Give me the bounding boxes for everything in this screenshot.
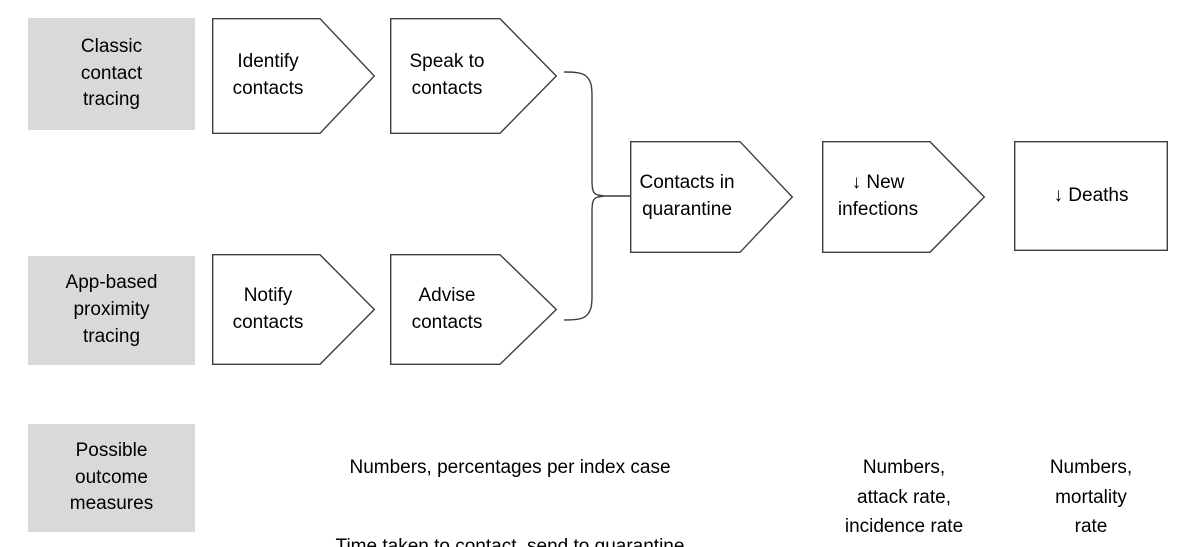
outcome-measures-mortality: Numbers, mortality rate [1012,424,1170,547]
process-step-speak-to-contacts[interactable]: Speak to contacts [389,17,558,135]
outcome-line: Numbers, attack rate, incidence rate [844,457,964,538]
outcome-line: Time taken to contact, send to quarantin… [335,536,685,547]
process-step-identify-contacts[interactable]: Identify contacts [211,17,376,135]
chevron-shape [821,140,986,254]
chevron-shape [389,253,558,366]
process-step-advise-contacts[interactable]: Advise contacts [389,253,558,366]
category-block-app-based-proximity-tracing: App-based proximity tracing [28,256,195,365]
chevron-shape [211,17,376,135]
chevron-shape [389,17,558,135]
brace-path [563,71,605,321]
rectangle-shape [1013,140,1169,251]
outcome-line: Numbers, percentages per index case [349,457,671,479]
process-step-deaths[interactable]: ↓ Deaths [1013,140,1169,251]
chevron-shape [211,253,376,366]
category-block-classic-contact-tracing: Classic contact tracing [28,18,195,130]
process-step-contacts-in-quarantine[interactable]: Contacts in quarantine [629,140,794,254]
process-step-notify-contacts[interactable]: Notify contacts [211,253,376,366]
outcome-measures-infections: Numbers, attack rate, incidence rate [818,424,990,547]
chevron-shape [629,140,794,254]
outcome-measures-tracing: Numbers, percentages per index case Time… [230,424,790,547]
merge-brace-connector [560,62,640,332]
process-step-new-infections[interactable]: ↓ New infections [821,140,986,254]
outcome-line: Numbers, mortality rate [1049,457,1133,538]
category-block-possible-outcome-measures: Possible outcome measures [28,424,195,532]
